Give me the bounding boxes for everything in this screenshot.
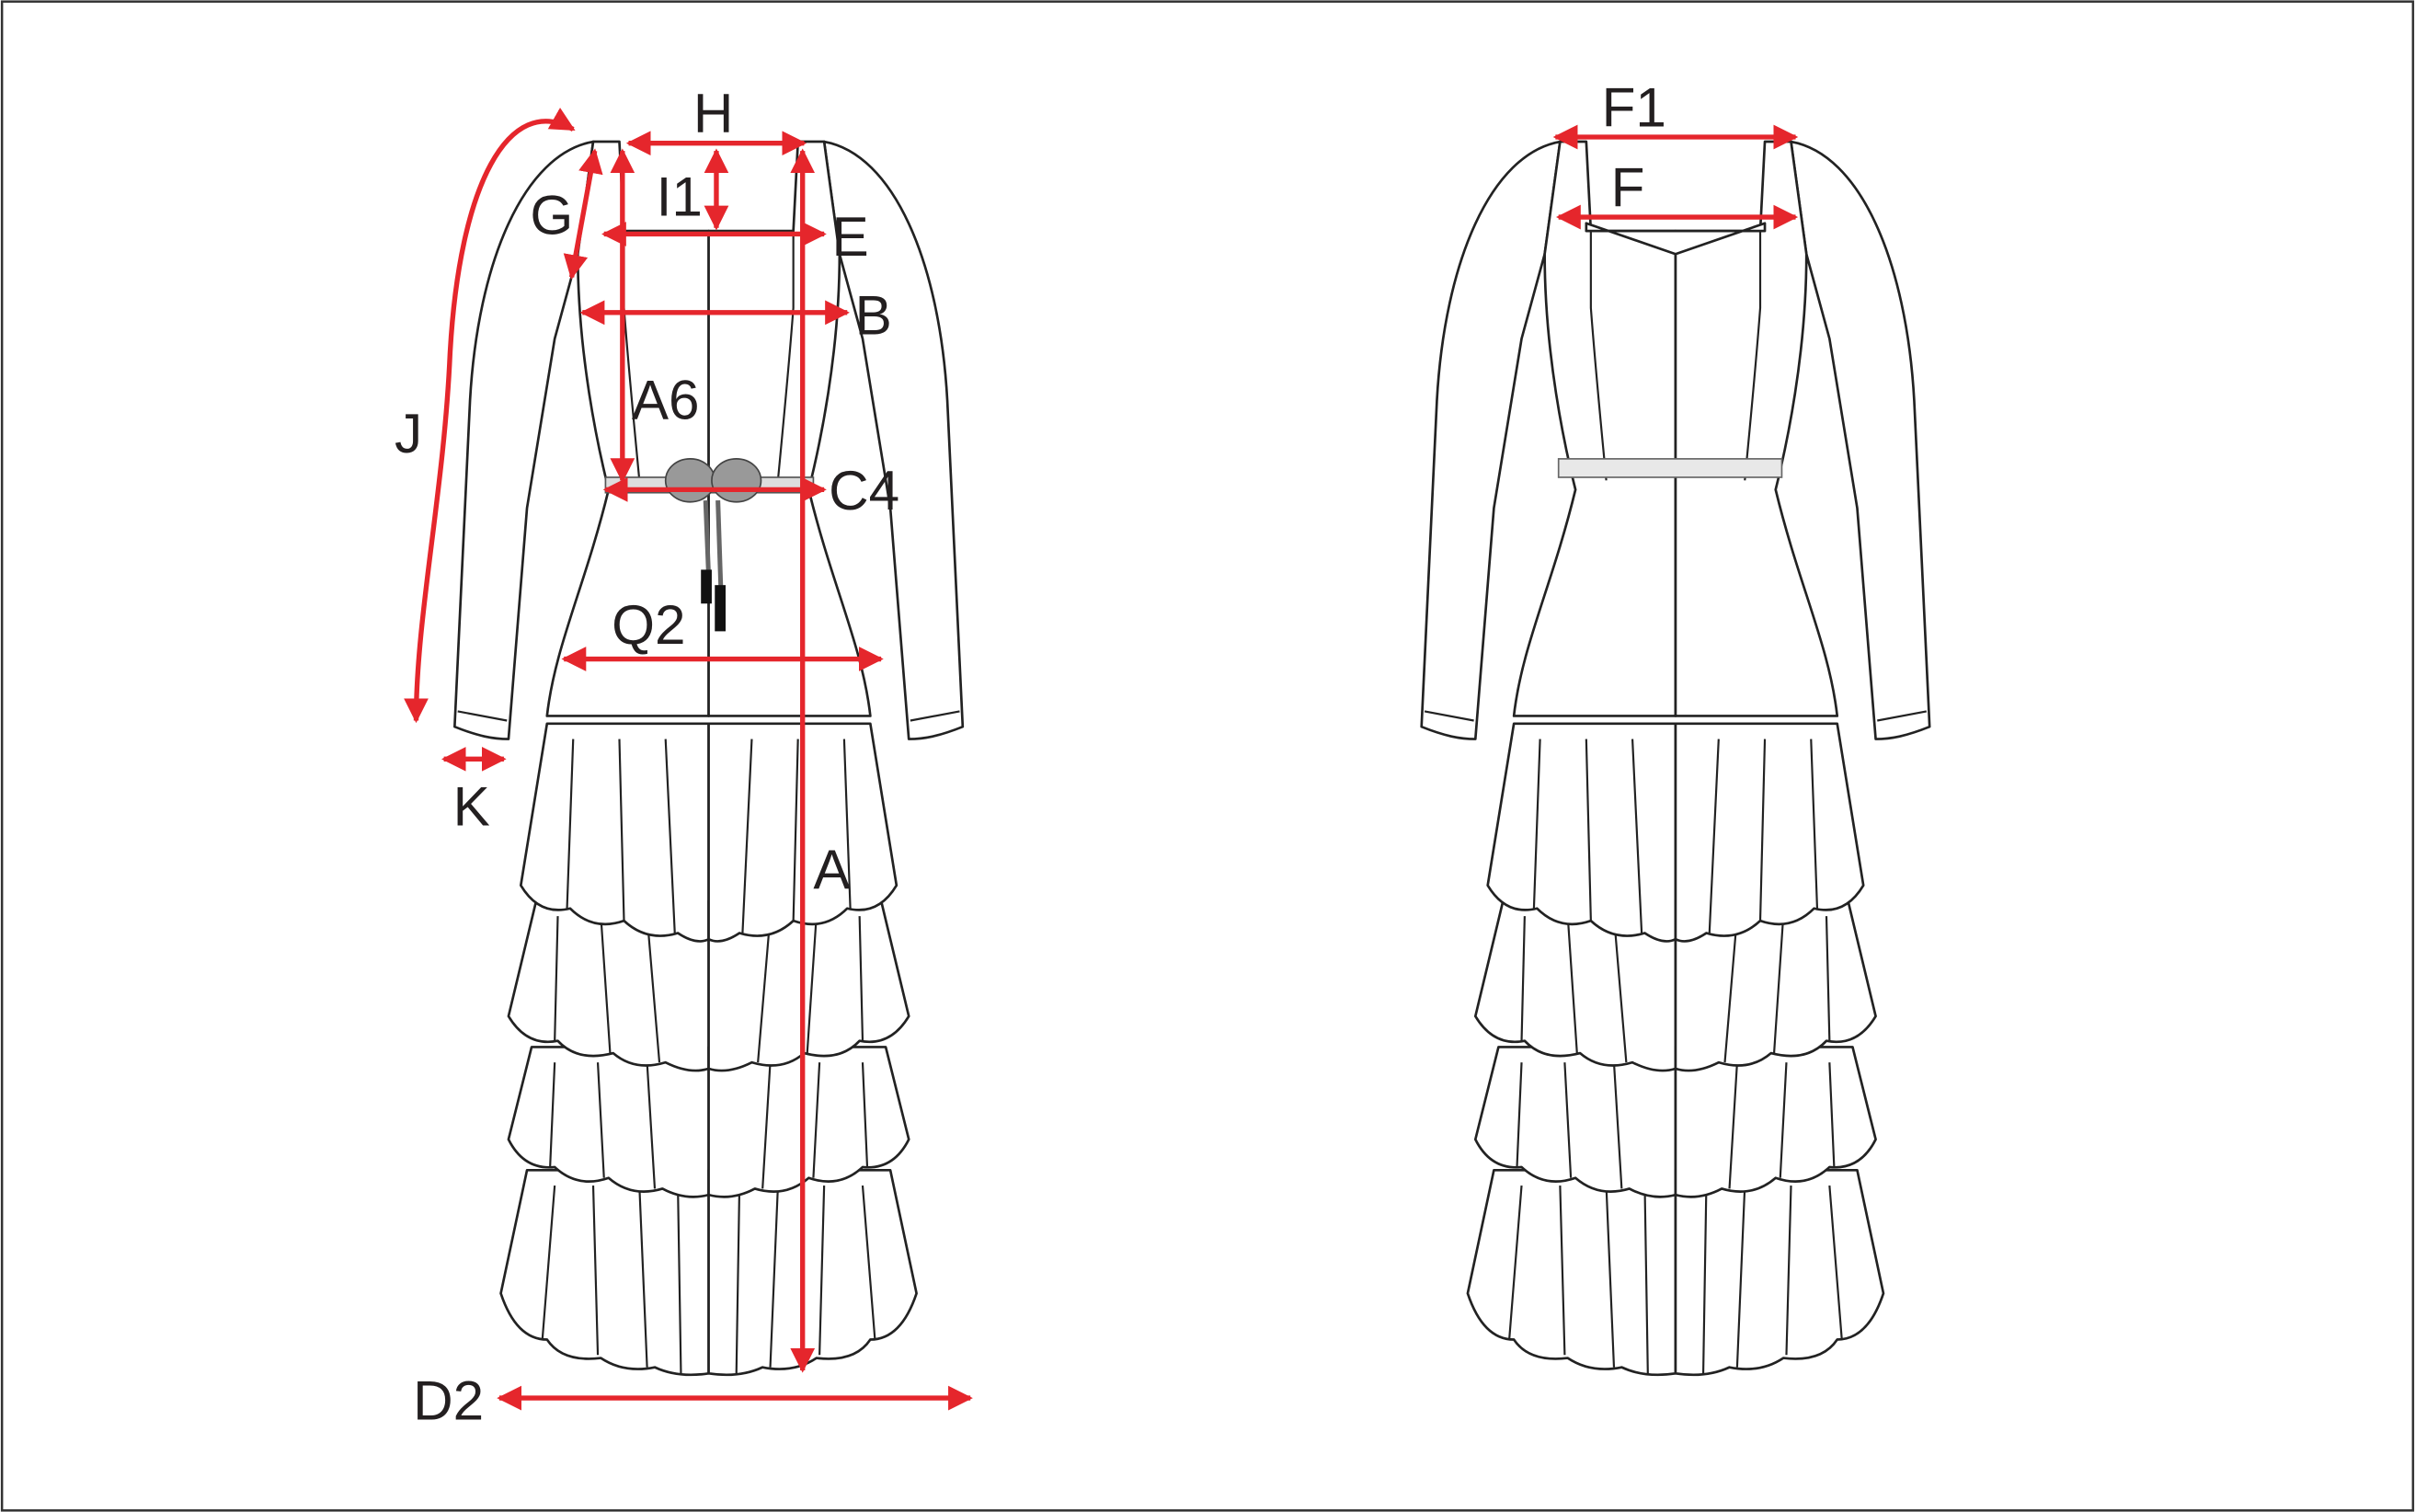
- back-dress-sketch: [1420, 140, 1931, 1377]
- measurement-H: H: [625, 82, 807, 156]
- measurement-K: K: [441, 746, 507, 837]
- label-I1: I1: [657, 165, 703, 227]
- label-B: B: [855, 283, 892, 346]
- measurement-Q2: Q2: [561, 593, 884, 671]
- label-D2: D2: [413, 1369, 484, 1432]
- measurement-I1: I1: [657, 148, 729, 231]
- label-A6: A6: [632, 368, 700, 430]
- measurement-D2: D2: [413, 1369, 973, 1432]
- label-Q2: Q2: [612, 593, 685, 656]
- measurement-C4: C4: [602, 459, 899, 521]
- label-C4: C4: [829, 459, 899, 521]
- measurement-A: A: [790, 148, 851, 1373]
- measurement-J: J: [395, 108, 576, 724]
- measurement-F1: F1: [1552, 75, 1799, 150]
- label-E: E: [832, 205, 869, 268]
- label-K: K: [453, 774, 490, 837]
- label-H: H: [693, 82, 734, 144]
- back-belt: [1557, 458, 1783, 478]
- label-J: J: [395, 402, 422, 464]
- label-F: F: [1611, 155, 1645, 218]
- measurement-F: F: [1556, 155, 1799, 230]
- label-F1: F1: [1602, 75, 1666, 138]
- label-A: A: [813, 838, 851, 900]
- measurement-E: E: [601, 205, 869, 268]
- measurement-A6: A6: [610, 148, 700, 484]
- label-G: G: [530, 183, 573, 246]
